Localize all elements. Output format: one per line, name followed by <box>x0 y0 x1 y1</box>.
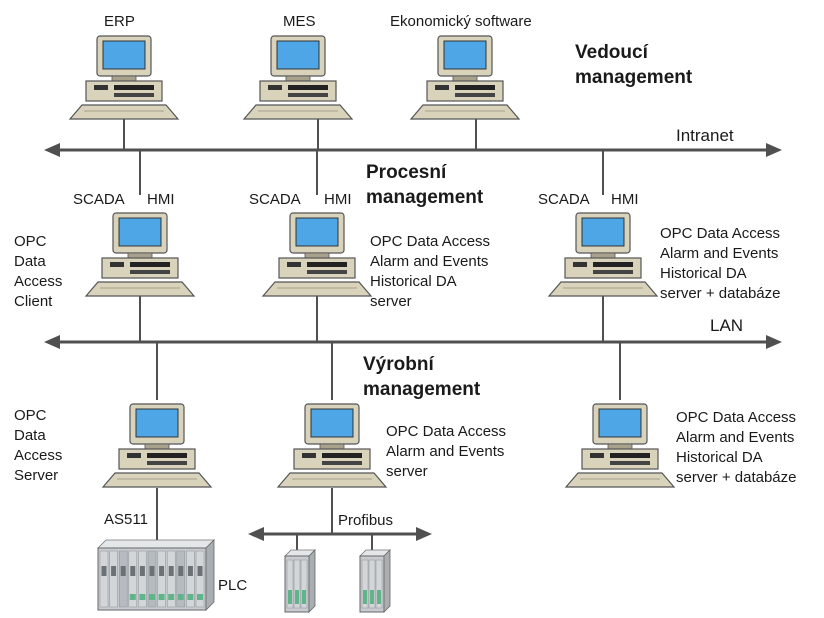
process-server-description: OPC Data Access Alarm and Events Histori… <box>370 233 491 310</box>
scada-hmi-client-computer-icon <box>84 212 196 297</box>
intranet-label: Intranet <box>676 126 734 145</box>
lan-label: LAN <box>710 316 744 335</box>
scada-hmi-server-computer-icon <box>261 212 373 297</box>
mes-label: MES <box>283 13 316 30</box>
field-devices <box>97 539 391 613</box>
scada-label-2: SCADA <box>249 191 301 208</box>
profibus-module-icon <box>284 549 316 613</box>
hmi-label-2: HMI <box>324 191 352 208</box>
as511-label: AS511 <box>104 511 148 528</box>
top-management-title: Vedoucí management <box>575 42 693 88</box>
erp-computer-icon <box>68 35 180 120</box>
computers <box>68 35 676 488</box>
economic-software-label: Ekonomický software <box>390 13 532 30</box>
mes-computer-icon <box>242 35 354 120</box>
production-management-title: Výrobní management <box>363 354 481 400</box>
economic-software-computer-icon <box>409 35 521 120</box>
process-server-db-description: OPC Data Access Alarm and Events Histori… <box>660 225 781 302</box>
scada-label-3: SCADA <box>538 191 590 208</box>
plc-rack-icon <box>97 539 215 611</box>
intranet-bus <box>44 143 782 157</box>
production-server-db-description: OPC Data Access Alarm and Events Histori… <box>676 409 797 486</box>
opc-client-description: OPC Data Access Client <box>14 233 63 310</box>
production-server-db-computer-icon <box>564 403 676 488</box>
profibus-bus <box>248 527 432 541</box>
production-server-description: OPC Data Access Alarm and Events server <box>386 423 507 480</box>
production-server-computer-icon <box>276 403 388 488</box>
scada-label-1: SCADA <box>73 191 125 208</box>
opc-server-description: OPC Data Access Server <box>14 407 63 484</box>
plc-label: PLC <box>218 577 248 594</box>
process-management-title: Procesní management <box>366 162 484 208</box>
profibus-label: Profibus <box>338 512 394 529</box>
hmi-label-3: HMI <box>611 191 639 208</box>
erp-label: ERP <box>104 13 135 30</box>
scada-hmi-server-db-computer-icon <box>547 212 659 297</box>
lan-bus <box>44 335 782 349</box>
hmi-label-1: HMI <box>147 191 175 208</box>
opc-server-computer-icon <box>101 403 213 488</box>
profibus-module-icon <box>359 549 391 613</box>
connection-lines <box>44 118 782 556</box>
